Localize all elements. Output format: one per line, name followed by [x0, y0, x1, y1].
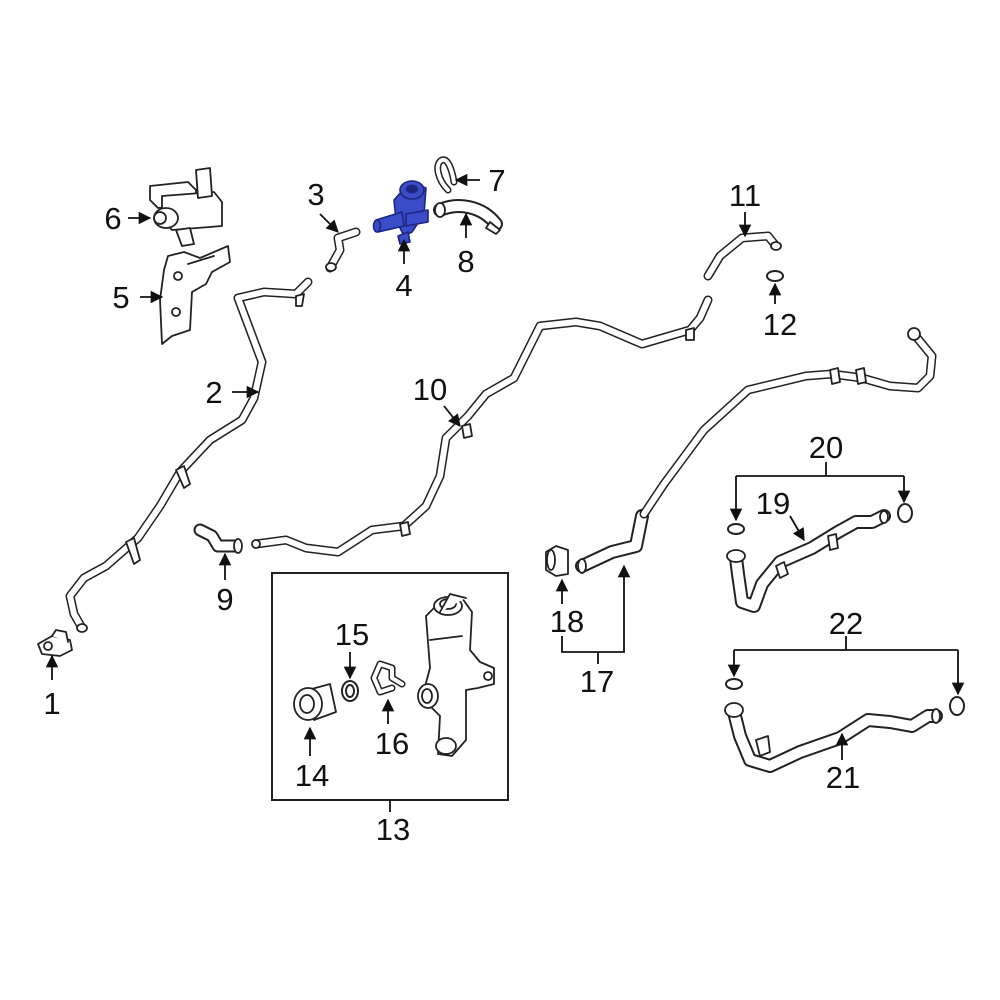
part-12-o-ring[interactable]	[766, 270, 784, 282]
part-20-o-ring-left[interactable]	[727, 523, 745, 535]
part-18-fitting[interactable]	[545, 545, 569, 577]
part-17-hose-assembly[interactable]	[575, 327, 937, 574]
part-5-bracket[interactable]	[159, 245, 231, 345]
callout-3: 3	[307, 177, 324, 212]
callout-12: 12	[763, 307, 797, 342]
callout-13: 13	[376, 812, 410, 847]
part-9-elbow[interactable]	[193, 523, 243, 554]
callout-18: 18	[550, 604, 584, 639]
part-7-clamp[interactable]	[434, 156, 458, 194]
part-6-solenoid-valve[interactable]	[149, 167, 223, 247]
callout-7: 7	[488, 163, 505, 198]
callout-9: 9	[216, 582, 233, 617]
callout-2: 2	[205, 375, 222, 410]
part-11-hose[interactable]	[703, 231, 782, 281]
callout-22: 22	[829, 606, 863, 641]
part-10-long-hose[interactable]	[251, 295, 713, 557]
part-13-thermostat-housing[interactable]	[417, 593, 495, 757]
part-4-coolant-valve-highlighted[interactable]	[372, 180, 429, 245]
part-8-hose[interactable]	[433, 199, 503, 235]
callout-14: 14	[295, 758, 329, 793]
callout-15: 15	[335, 617, 369, 652]
part-2-long-hose[interactable]	[65, 277, 313, 633]
callout-20: 20	[809, 430, 843, 465]
leader-lines	[45, 173, 965, 812]
part-1-connector[interactable]	[37, 629, 73, 657]
part-20-o-ring-right[interactable]	[897, 503, 913, 523]
part-22-o-ring-left[interactable]	[725, 678, 743, 690]
callout-19: 19	[756, 486, 790, 521]
callout-21: 21	[826, 760, 860, 795]
callout-6: 6	[104, 201, 121, 236]
part-15-o-ring-inner	[345, 684, 355, 698]
callout-5: 5	[112, 280, 129, 315]
callout-labels: 1 2 3 4 5 6 7 8 9 10 11 12 13 14 15 16 1…	[43, 163, 863, 847]
part-3-small-hose[interactable]	[325, 227, 361, 273]
part-22-o-ring-right[interactable]	[949, 696, 965, 716]
part-14-bushing[interactable]	[293, 683, 337, 721]
part-16-clip[interactable]	[370, 660, 406, 696]
callout-17: 17	[580, 664, 614, 699]
part-19-hose[interactable]	[726, 509, 891, 613]
callout-8: 8	[457, 244, 474, 279]
callout-4: 4	[395, 268, 412, 303]
callout-10: 10	[413, 372, 447, 407]
callout-1: 1	[43, 686, 60, 721]
callout-11: 11	[729, 178, 761, 213]
callout-16: 16	[375, 726, 409, 761]
part-21-hose[interactable]	[724, 702, 943, 773]
